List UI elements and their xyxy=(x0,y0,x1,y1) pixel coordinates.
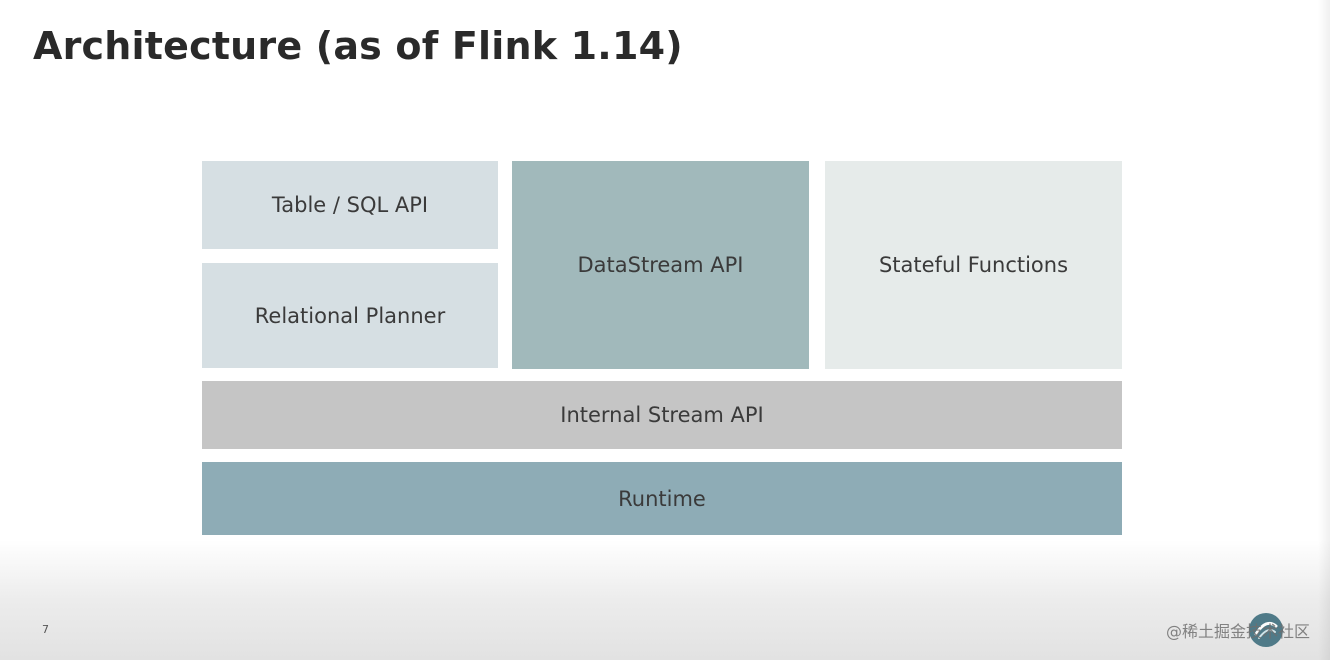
internal-stream-api-label: Internal Stream API xyxy=(560,403,764,427)
runtime-box: Runtime xyxy=(202,462,1122,535)
table-sql-api-label: Table / SQL API xyxy=(271,193,429,217)
slide-title: Architecture (as of Flink 1.14) xyxy=(33,24,683,68)
datastream-api-box: DataStream API xyxy=(512,161,809,369)
page-number: 7 xyxy=(42,623,49,636)
table-sql-api-box: Table / SQL API xyxy=(202,161,498,249)
watermark-logo-svg xyxy=(1249,613,1283,647)
runtime-label: Runtime xyxy=(618,486,706,511)
stateful-functions-label: Stateful Functions xyxy=(878,253,1069,277)
internal-stream-api-box: Internal Stream API xyxy=(202,381,1122,449)
watermark-logo-icon xyxy=(1248,612,1284,648)
watermark-text: @稀土掘金技术社区 xyxy=(1165,622,1310,641)
stateful-functions-box: Stateful Functions xyxy=(825,161,1122,369)
relational-planner-box: Relational Planner xyxy=(202,263,498,368)
slide-right-edge-shadow xyxy=(1318,0,1330,660)
datastream-api-label: DataStream API xyxy=(577,253,744,277)
relational-planner-label: Relational Planner xyxy=(254,303,446,328)
